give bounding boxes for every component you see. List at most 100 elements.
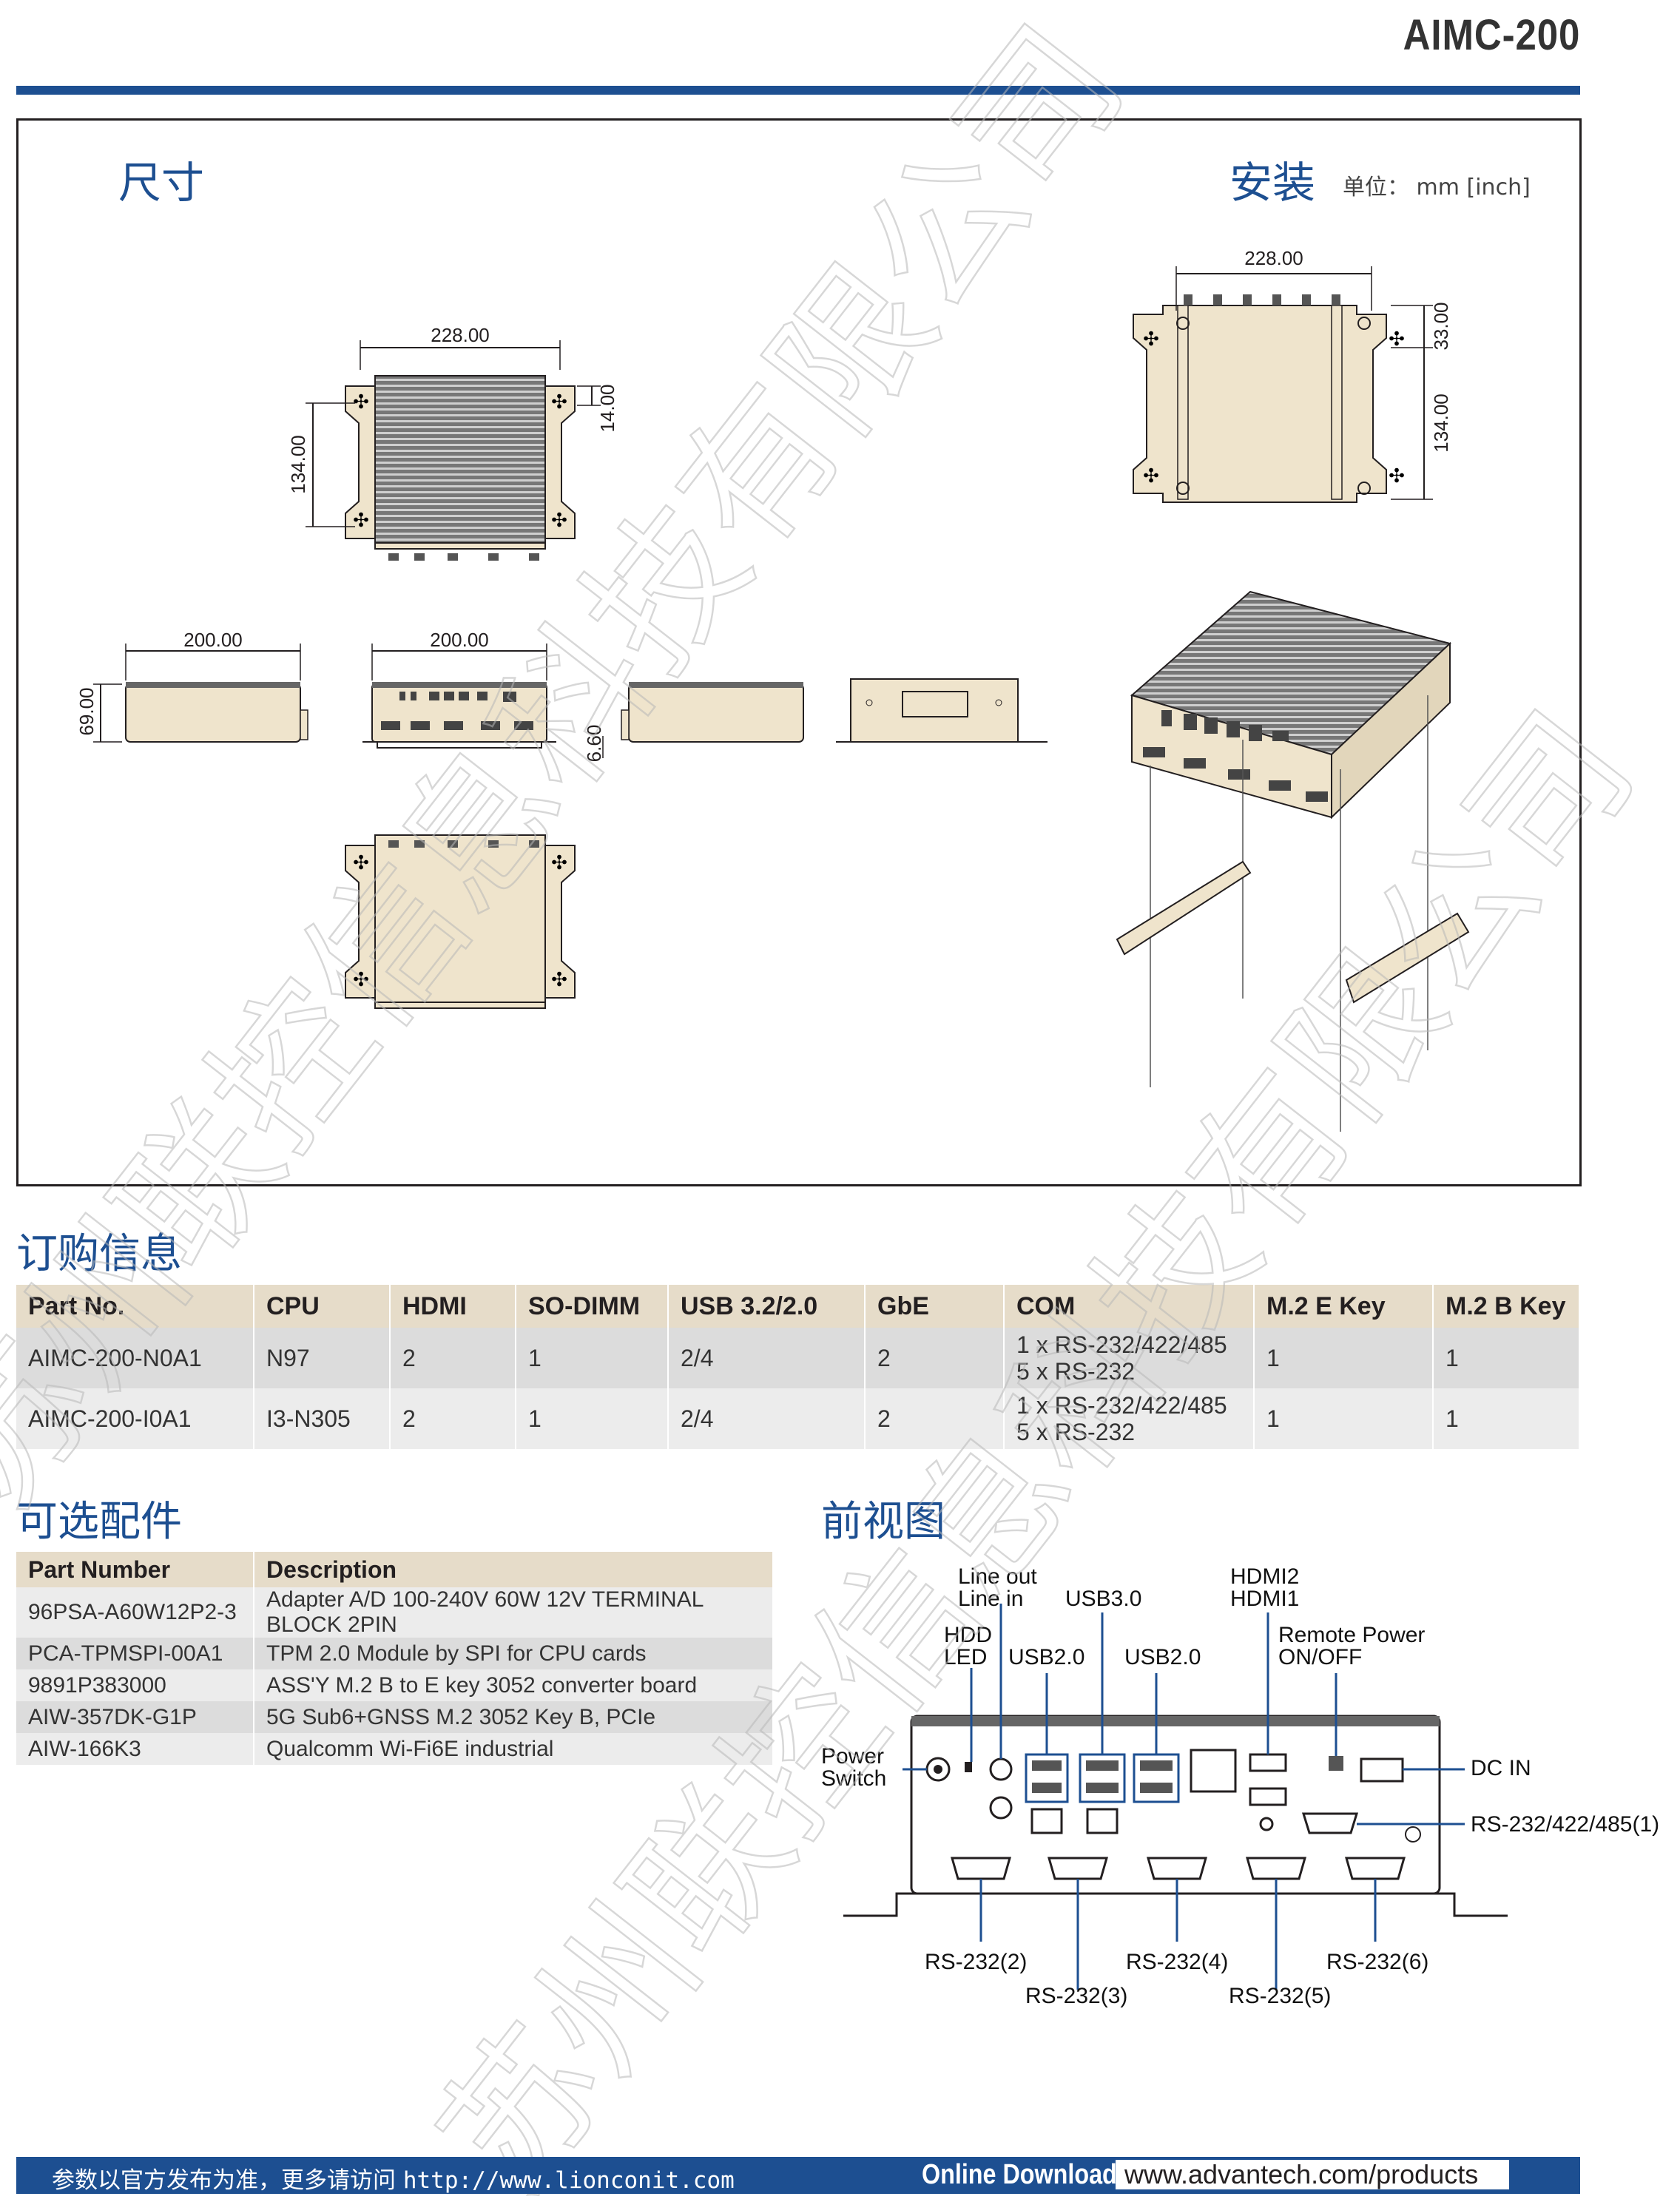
footer-link[interactable]: http://www.lionconit.com	[402, 2167, 735, 2194]
table-row: AIMC-200-N0A1 N97 2 1 2/4 2 1 x RS-232/4…	[16, 1328, 1580, 1388]
com-line-1: 1 x RS-232/422/485	[1016, 1331, 1227, 1358]
bottom-view-drawing: ✣ ✣ ✣ ✣	[345, 834, 576, 1009]
cell-cpu: N97	[254, 1328, 391, 1388]
label-rs485: RS-232/422/485(1)	[1471, 1812, 1660, 1837]
dim-side-height: 69.00	[75, 687, 98, 735]
cell-gbe: 2	[865, 1328, 1005, 1388]
label-rs232-6: RS-232(6)	[1326, 1950, 1429, 1974]
label-led: LED	[944, 1645, 988, 1669]
dim-side-width-b: 200.00	[430, 629, 489, 651]
col-m2b: M.2 B Key	[1433, 1285, 1580, 1328]
label-hdmi1: HDMI1	[1230, 1587, 1300, 1611]
svg-text:✣: ✣	[353, 968, 369, 990]
svg-text:✣: ✣	[551, 391, 567, 413]
dimensions-title: 尺寸	[118, 158, 205, 208]
label-hdmi2: HDMI2	[1230, 1564, 1300, 1589]
label-rs232-2: RS-232(2)	[925, 1950, 1028, 1974]
cell-usb: 2/4	[668, 1388, 866, 1449]
label-rs232-5: RS-232(5)	[1229, 1984, 1332, 2008]
col-description: Description	[254, 1552, 774, 1587]
install-title: 安装	[1229, 158, 1316, 208]
svg-text:✣: ✣	[551, 509, 567, 531]
cell-pn: 9891P383000	[16, 1669, 254, 1701]
front-view-title: 前视图	[821, 1498, 945, 1546]
cell-hdmi: 2	[390, 1388, 516, 1449]
cell-part: AIMC-200-N0A1	[16, 1328, 254, 1388]
svg-text:✣: ✣	[551, 968, 567, 990]
cell-pn: 96PSA-A60W12P2-3	[16, 1587, 254, 1638]
cell-desc: TPM 2.0 Module by SPI for CPU cards	[254, 1638, 774, 1669]
ordering-title: 订购信息	[16, 1230, 182, 1278]
col-m2e: M.2 E Key	[1254, 1285, 1434, 1328]
label-rs232-4: RS-232(4)	[1126, 1950, 1229, 1974]
cell-desc: ASS'Y M.2 B to E key 3052 converter boar…	[254, 1669, 774, 1701]
accessories-title: 可选配件	[16, 1498, 182, 1546]
label-switch: Switch	[821, 1766, 887, 1791]
side-view-c-drawing	[621, 682, 804, 743]
dim-top-width: 228.00	[431, 324, 490, 346]
svg-text:✣: ✣	[1143, 465, 1159, 487]
col-com: COM	[1004, 1285, 1255, 1328]
com-line-2: 5 x RS-232	[1016, 1358, 1136, 1385]
svg-text:✣: ✣	[1389, 465, 1405, 487]
dim-top-ear: 14.00	[596, 384, 618, 432]
side-view-a-drawing	[93, 644, 308, 743]
mount-view-drawing: ✣ ✣ ✣ ✣	[1133, 266, 1433, 503]
isometric-view-drawing	[1116, 590, 1470, 1132]
ordering-header-row: Part No. CPU HDMI SO-DIMM USB 3.2/2.0 Gb…	[16, 1285, 1580, 1328]
label-hdd: HDD	[944, 1623, 992, 1647]
footer-note-text: 参数以官方发布为准，更多请访问	[52, 2167, 396, 2194]
dimension-drawings: ✣ ✣ ✣ ✣	[75, 247, 1470, 1132]
footer-note: 参数以官方发布为准，更多请访问 http://www.lionconit.com	[52, 2161, 735, 2195]
dim-side-width-a: 200.00	[183, 629, 243, 651]
header-bar	[16, 86, 1580, 95]
svg-text:✣: ✣	[353, 391, 369, 413]
table-row: AIMC-200-I0A1 I3-N305 2 1 2/4 2 1 x RS-2…	[16, 1388, 1580, 1449]
col-usb: USB 3.2/2.0	[668, 1285, 866, 1328]
cell-hdmi: 2	[390, 1328, 516, 1388]
svg-text:✣: ✣	[1143, 328, 1159, 350]
label-line-in: Line in	[958, 1587, 1024, 1611]
download-url-link[interactable]: www.advantech.com/products	[1116, 2160, 1509, 2189]
cell-usb: 2/4	[668, 1328, 866, 1388]
accessories-header-row: Part Number Description	[16, 1552, 774, 1587]
col-hdmi: HDMI	[390, 1285, 516, 1328]
com-line-1: 1 x RS-232/422/485	[1016, 1392, 1227, 1419]
cell-sodimm: 1	[516, 1388, 669, 1449]
cell-sodimm: 1	[516, 1328, 669, 1388]
col-part-no: Part No.	[16, 1285, 254, 1328]
col-part-number: Part Number	[16, 1552, 254, 1587]
cell-m2e: 1	[1254, 1328, 1434, 1388]
label-usb20-b: USB2.0	[1124, 1645, 1201, 1669]
side-view-d-drawing	[836, 678, 1048, 743]
accessories-table: Part Number Description 96PSA-A60W12P2-3…	[16, 1552, 774, 1765]
cell-m2b: 1	[1433, 1328, 1580, 1388]
svg-text:✣: ✣	[353, 509, 369, 531]
side-view-b-drawing	[362, 644, 604, 758]
ordering-table: Part No. CPU HDMI SO-DIMM USB 3.2/2.0 Gb…	[16, 1285, 1580, 1449]
cell-desc: Qualcomm Wi-Fi6E industrial	[254, 1733, 774, 1765]
cell-m2e: 1	[1254, 1388, 1434, 1449]
cell-pn: PCA-TPMSPI-00A1	[16, 1638, 254, 1669]
cell-desc: Adapter A/D 100-240V 60W 12V TERMINAL BL…	[254, 1587, 774, 1638]
label-usb30: USB3.0	[1065, 1587, 1142, 1611]
dim-top-depth: 134.00	[287, 435, 309, 494]
col-gbe: GbE	[865, 1285, 1005, 1328]
svg-text:✣: ✣	[551, 851, 567, 874]
model-title: AIMC-200	[1403, 11, 1580, 59]
svg-text:✣: ✣	[1389, 328, 1405, 350]
cell-part: AIMC-200-I0A1	[16, 1388, 254, 1449]
online-download-label: Online Download	[922, 2159, 1117, 2190]
label-remote-power: Remote Power	[1278, 1623, 1426, 1647]
col-cpu: CPU	[254, 1285, 391, 1328]
dimensions-panel	[16, 118, 1582, 1186]
col-sodimm: SO-DIMM	[516, 1285, 669, 1328]
cell-pn: AIW-166K3	[16, 1733, 254, 1765]
top-view-drawing: ✣ ✣ ✣ ✣	[306, 340, 601, 561]
